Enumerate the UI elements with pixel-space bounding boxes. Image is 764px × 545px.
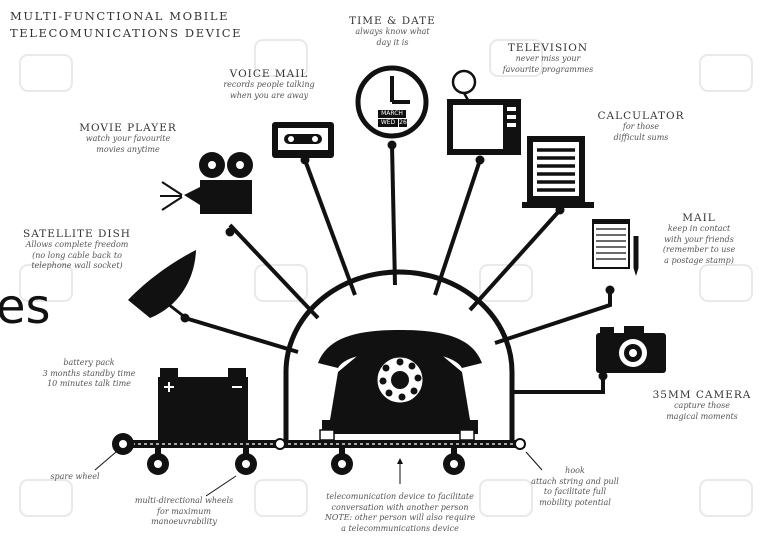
arm-tv [433, 159, 482, 296]
label-battery-pack: battery pack 3 months standby time 10 mi… [30, 358, 148, 390]
movie-player-device [160, 152, 253, 214]
arm-camera [510, 375, 605, 394]
label-line: favourite programmes [502, 64, 594, 74]
label-title: 35MM CAMERA [652, 389, 752, 401]
clock-device [355, 65, 429, 139]
label-line: for those [622, 122, 660, 131]
label-line: magical moments [666, 411, 738, 421]
label-line: 3 months standby time [42, 368, 136, 378]
label-line: keep in contact [667, 224, 731, 233]
label-line: watch your favourite [85, 134, 171, 143]
mail-device [592, 219, 639, 276]
telephone [318, 330, 482, 434]
label-line: (no long cable back to [32, 250, 122, 260]
label-line: movies anytime [96, 144, 160, 154]
label-satellite-dish: SATELLITE DISH Allows complete freedom (… [14, 228, 140, 272]
battery-pack [158, 368, 248, 441]
label-line: never miss your [515, 54, 581, 63]
pointer-lines [94, 451, 543, 497]
diagram-title: MULTI-FUNCTIONAL MOBILE TELECOMUNICATION… [10, 8, 242, 42]
label-time-date: TIME & DATE always know what day it is [330, 15, 455, 48]
label-line: Allows complete freedom [25, 240, 129, 249]
overlay-text: es [0, 279, 51, 335]
label-line: when you are away [229, 90, 309, 100]
label-line: NOTE: other person will also require [324, 513, 476, 522]
label-mail: MAIL keep in contact with your friends (… [640, 212, 758, 266]
label-title: SATELLITE DISH [23, 228, 131, 240]
label-line: difficult sums [613, 132, 669, 142]
label-title: MAIL [682, 212, 716, 224]
label-telecom-device: telecomunication device to facilitate co… [305, 492, 495, 534]
arm-calculator [468, 208, 562, 312]
label-title: TIME & DATE [349, 15, 436, 27]
watermark-stamps [19, 39, 753, 517]
television-device [447, 69, 521, 155]
dome-frame [283, 269, 515, 440]
voicemail-device [272, 122, 334, 158]
label-line: (remember to use [662, 245, 736, 254]
label-line: for maximum [157, 506, 211, 516]
calculator-device [522, 136, 594, 208]
label-line: day it is [376, 37, 409, 47]
clock-day: WED [380, 119, 396, 126]
label-title: MOVIE PLAYER [79, 122, 177, 134]
label-line: attach string and pull [531, 476, 619, 486]
title-line-2: TELECOMUNICATIONS DEVICE [10, 26, 243, 40]
clock-month: MARCH [381, 110, 403, 117]
label-title: TELEVISION [507, 42, 589, 54]
title-line-1: MULTI-FUNCTIONAL MOBILE [10, 9, 230, 23]
camera-device [596, 326, 666, 373]
label-television: TELEVISION never miss your favourite pro… [488, 42, 608, 75]
clock-date: 26 [399, 119, 407, 126]
label-line: multi-directional wheels [134, 496, 234, 505]
label-line: always know what [355, 27, 430, 36]
label-title: CALCULATOR [597, 110, 685, 122]
arm-mail [494, 290, 612, 345]
arm-movie [228, 223, 320, 320]
label-line: spare wheel [50, 472, 100, 481]
label-voice-mail: VOICE MAIL records people talking when y… [210, 68, 328, 101]
label-title: VOICE MAIL [229, 68, 309, 80]
chassis [112, 429, 526, 475]
connector-arms [184, 144, 612, 394]
label-camera: 35MM CAMERA capture those magical moment… [642, 389, 762, 422]
label-line: 10 minutes talk time [47, 379, 131, 388]
label-line: with your friends [664, 234, 734, 244]
label-line: records people talking [223, 80, 315, 89]
label-spare-wheel: spare wheel [40, 472, 110, 483]
label-line: battery pack [63, 358, 115, 367]
arm-voicemail [303, 159, 357, 296]
satellite-dish-device [128, 250, 196, 320]
arm-dish [184, 316, 299, 354]
label-line: a telecommunications device [341, 523, 459, 533]
label-line: conversation with another person [331, 502, 469, 512]
label-line: telephone wall socket) [31, 261, 123, 270]
arm-clock [390, 144, 397, 286]
label-calculator: CALCULATOR for those difficult sums [585, 110, 697, 143]
label-line: hook [565, 466, 585, 475]
label-line: telecomunication device to facilitate [326, 492, 474, 501]
label-line: mobility potential [539, 497, 611, 507]
label-wheels: multi-directional wheels for maximum man… [120, 496, 248, 528]
label-hook: hook attach string and pull to facilitat… [515, 466, 635, 508]
label-line: a postage stamp) [664, 255, 734, 265]
label-line: to facilitate full [543, 487, 607, 496]
label-movie-player: MOVIE PLAYER watch your favourite movies… [68, 122, 188, 155]
label-line: manoeuvrability [151, 517, 217, 526]
label-line: capture those [674, 401, 730, 410]
